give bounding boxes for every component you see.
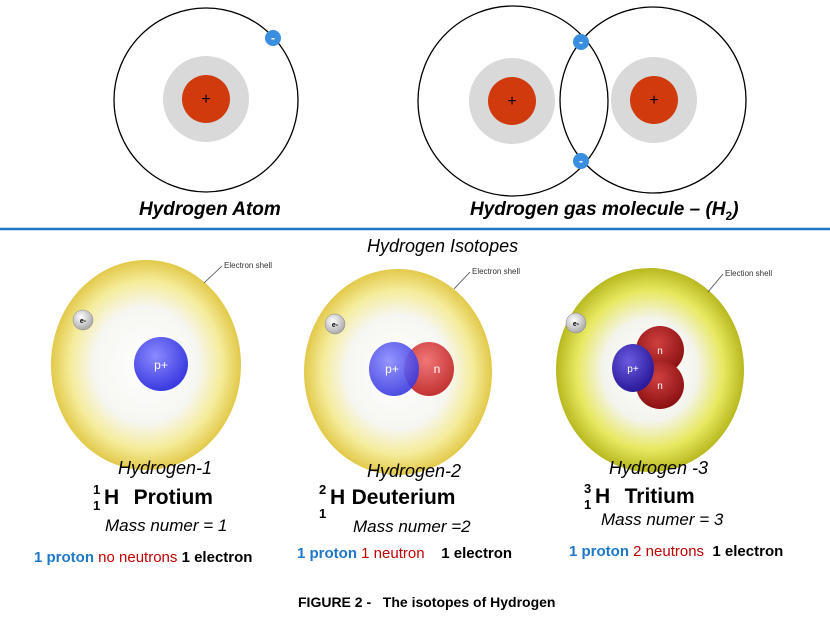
neutron — [404, 342, 454, 396]
mass-number-text: Mass numer =2 — [353, 517, 471, 536]
atomic-number: 1 — [319, 506, 327, 521]
nucleus-right — [630, 76, 678, 124]
shell-label: Election shell — [725, 269, 772, 278]
proton — [612, 344, 654, 392]
nucleus-sign-right: + — [649, 92, 658, 109]
neutron-count: 2 neutrons — [633, 543, 705, 560]
proton-count: 1 proton — [569, 543, 629, 560]
shell-leader-line — [453, 271, 471, 290]
symbol: H — [104, 486, 120, 509]
proton-count: 1 proton — [297, 545, 357, 562]
electron-sign-bottom: - — [579, 154, 583, 168]
tritium-model: Election shell p+ n n e- — [556, 268, 772, 472]
neutron-count: 1 neutron — [361, 545, 425, 562]
symbol: H — [330, 486, 346, 509]
nucleus — [182, 75, 230, 123]
proton-label: p+ — [627, 364, 639, 375]
hydrogen-atom-diagram: + - — [113, 7, 299, 193]
mass-number: 1 — [93, 482, 101, 497]
electron-label: e- — [332, 322, 339, 329]
hydrogen-molecule-diagram: + + - - — [417, 5, 747, 197]
mass-number-text: Mass numer = 1 — [105, 516, 228, 535]
neutron-label-top: n — [657, 346, 663, 357]
electron-count: 1 electron — [181, 549, 253, 566]
orbit-left — [417, 5, 609, 197]
particle-counts: 1 proton 1 neutron 1 electron — [297, 545, 512, 562]
shell-label: Electron shell — [224, 261, 272, 270]
isotope-name: Tritium — [624, 485, 695, 508]
electron-sign-top: - — [579, 35, 583, 49]
proton — [134, 337, 188, 391]
electron-label: e- — [573, 321, 580, 328]
nucleus-sign: + — [201, 91, 210, 108]
particle-counts: 1 proton no neutrons 1 electron — [34, 549, 252, 566]
proton-count: 1 proton — [34, 549, 94, 566]
proton-label: p+ — [154, 358, 168, 372]
molecule-label-close: ) — [732, 199, 739, 220]
isotope-title: Hydrogen-2 — [367, 461, 462, 481]
orbit — [113, 7, 299, 193]
neutron-label: n — [434, 362, 441, 376]
isotopes-title: Hydrogen Isotopes — [367, 236, 519, 256]
electron-sign: - — [271, 31, 275, 45]
hydrogen-atom-label: Hydrogen Atom — [139, 199, 281, 220]
atomic-number: 1 — [584, 497, 592, 512]
electron — [265, 30, 281, 46]
isotope-name: Protium — [133, 486, 213, 509]
proton-label: p+ — [385, 362, 399, 376]
molecule-label-text: Hydrogen gas molecule – (H — [470, 199, 726, 220]
neutron-label-bottom: n — [657, 381, 663, 392]
nucleus-sign-left: + — [507, 93, 516, 110]
electron — [324, 313, 346, 335]
atomic-number: 1 — [93, 498, 101, 513]
electron-bottom — [573, 153, 589, 169]
nucleus-left — [488, 77, 536, 125]
neutron-count: no neutrons — [98, 549, 178, 566]
isotope-title: Hydrogen-1 — [118, 458, 213, 478]
electron-count: 1 electron — [441, 545, 513, 562]
orbit-right — [559, 6, 747, 194]
electron — [565, 312, 587, 334]
mass-number: 2 — [319, 482, 327, 497]
electron-count: 1 electron — [712, 543, 784, 560]
electron-top — [573, 34, 589, 50]
figure-caption: FIGURE 2 - The isotopes of Hydrogen — [298, 594, 556, 610]
isotope-name: Deuterium — [351, 486, 456, 509]
isotope-title: Hydrogen -3 — [609, 458, 709, 478]
hydrogen-molecule-label: Hydrogen gas molecule – (H2) — [470, 199, 739, 223]
particle-counts: 1 proton 2 neutrons 1 electron — [569, 543, 783, 560]
shell-leader-line — [707, 273, 724, 293]
deuterium-model: Electron shell p+ n e- — [304, 267, 520, 475]
mass-number: 3 — [584, 481, 592, 496]
proton — [369, 342, 419, 396]
symbol: H — [595, 485, 611, 508]
electron — [72, 309, 94, 331]
shell-label: Electron shell — [472, 267, 520, 276]
molecule-subscript: 2 — [725, 208, 733, 223]
mass-number-text: Mass numer = 3 — [601, 510, 724, 529]
protium-model: Electron shell p+ e- — [51, 260, 272, 470]
electron-label: e- — [80, 318, 87, 325]
shell-leader-line — [203, 265, 223, 284]
